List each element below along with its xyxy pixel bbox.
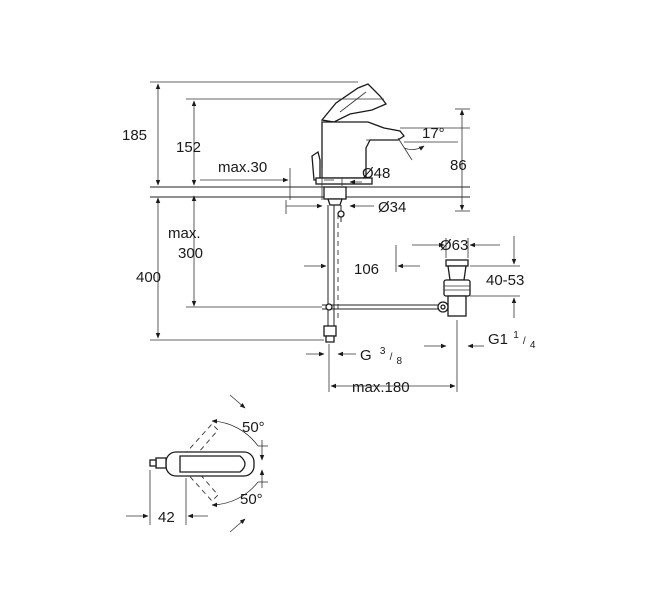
label-50deg-bottom: 50° <box>240 491 263 508</box>
label-g38: G 3 / 8 <box>360 341 403 367</box>
waste-fitting <box>437 259 471 317</box>
label-max300-line1: max. <box>168 225 201 242</box>
faucet-base <box>315 177 373 185</box>
popup-rod <box>311 150 321 181</box>
label-42: 42 <box>158 509 175 526</box>
faucet-lever <box>320 83 388 123</box>
label-40-53: 40-53 <box>486 272 524 289</box>
dimension-lines <box>150 81 520 392</box>
label-17deg: 17° <box>422 125 445 142</box>
mounting-shank <box>323 186 347 200</box>
label-max180: max.180 <box>352 379 410 396</box>
label-152: 152 <box>176 139 201 156</box>
label-max30: max.30 <box>218 159 267 176</box>
label-g114: G1 1 / 4 <box>488 325 536 351</box>
faucet-top-view <box>126 394 268 533</box>
label-106: 106 <box>354 261 379 278</box>
label-dia48: Ø48 <box>362 165 390 182</box>
label-86: 86 <box>450 157 467 174</box>
label-max300-line2: 300 <box>178 245 203 262</box>
label-400: 400 <box>136 269 161 286</box>
label-50deg-top: 50° <box>242 419 265 436</box>
label-dia63: Ø63 <box>440 237 468 254</box>
label-dia34: Ø34 <box>378 199 406 216</box>
dimension-labels: 185 152 max.30 17° 86 Ø48 Ø34 max. 300 4… <box>122 125 536 526</box>
faucet-side-view <box>150 83 470 343</box>
label-185: 185 <box>122 127 147 144</box>
